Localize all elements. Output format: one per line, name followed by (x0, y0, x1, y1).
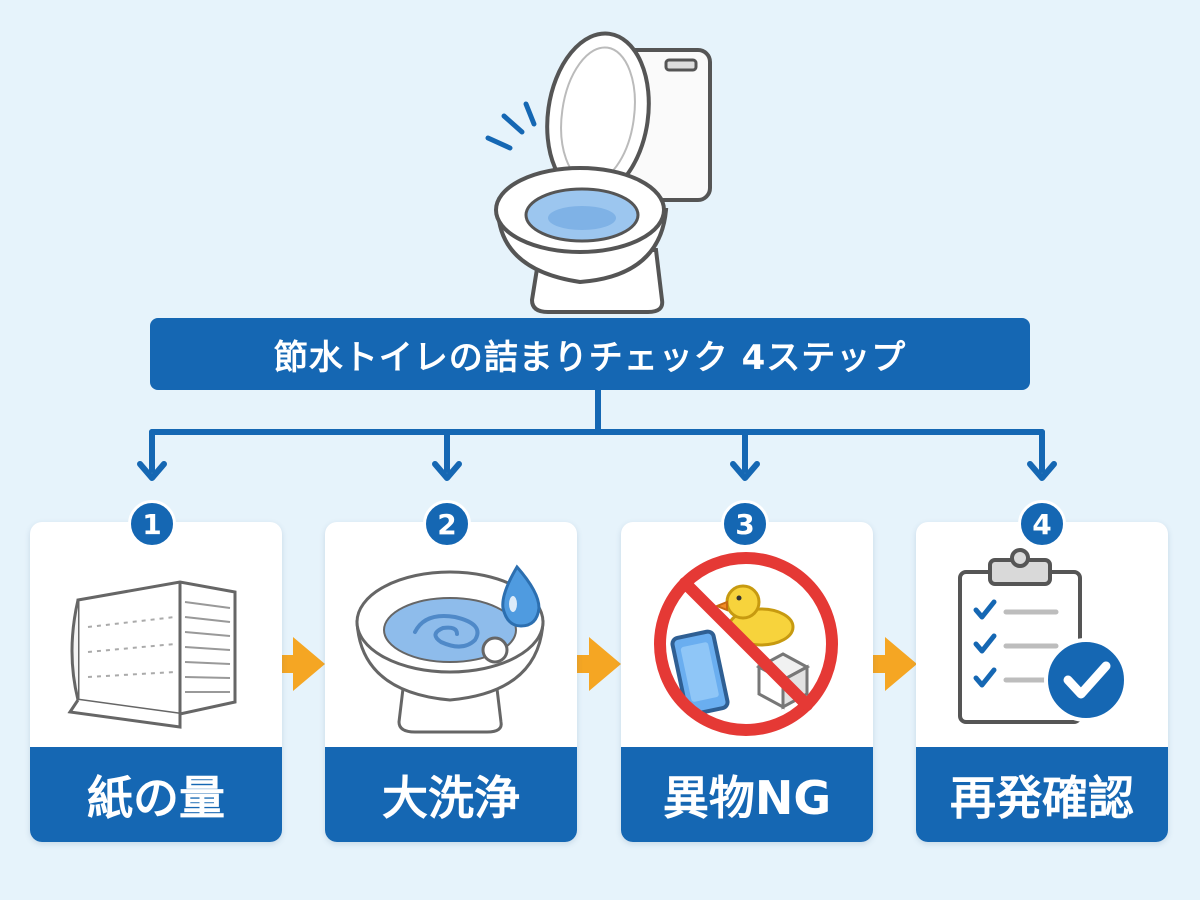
diagram-title: 節水トイレの詰まりチェック 4ステップ (150, 318, 1030, 390)
step-label-1: 紙の量 (30, 747, 282, 842)
next-arrow-3-icon (865, 637, 917, 691)
no-foreign-objects-icon (654, 552, 838, 736)
toilet-flush-water-drop-icon (355, 564, 545, 734)
step-card-3: 異物NG (621, 522, 873, 842)
step-number-badge-3: 3 (721, 500, 769, 548)
step-card-2: 大洗浄 (325, 522, 577, 842)
clipboard-checklist-icon (958, 548, 1128, 724)
arrowhead-3-icon (730, 461, 760, 481)
step-number-badge-2: 2 (423, 500, 471, 548)
arrowhead-1-icon (137, 461, 167, 481)
step-card-1: 紙の量 (30, 522, 282, 842)
step-label-4: 再発確認 (916, 747, 1168, 842)
shake-lines-icon (485, 101, 537, 151)
toilet-paper-stack-icon (67, 580, 237, 729)
duck-icon (714, 584, 795, 647)
step-card-4: 再発確認 (916, 522, 1168, 842)
next-arrow-1-icon (273, 637, 325, 691)
step-number-badge-4: 4 (1018, 500, 1066, 548)
next-arrow-2-icon (569, 637, 621, 691)
toilet-icon (485, 31, 712, 314)
step-label-3: 異物NG (621, 747, 873, 842)
arrowhead-4-icon (1027, 461, 1057, 481)
step-label-2: 大洗浄 (325, 747, 577, 842)
phone-icon (670, 629, 730, 717)
arrowhead-2-icon (432, 461, 462, 481)
step-number-badge-1: 1 (128, 500, 176, 548)
